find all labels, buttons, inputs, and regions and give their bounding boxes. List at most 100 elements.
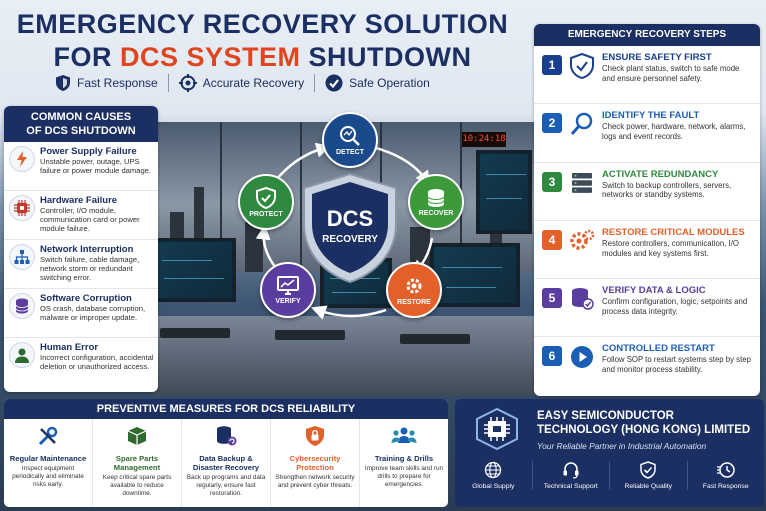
company-feature: Fast Response bbox=[688, 461, 765, 490]
lightning-icon bbox=[9, 146, 35, 172]
monitor-chart-icon bbox=[277, 275, 299, 295]
node-protect: PROTECT bbox=[238, 174, 294, 230]
node-label: VERIFY bbox=[275, 297, 301, 305]
company-logo bbox=[476, 407, 518, 451]
feature-label: Safe Operation bbox=[349, 76, 430, 90]
check-shield-icon bbox=[640, 461, 656, 479]
recovery-cycle-diagram: DCS RECOVERY DETECT PROTECT RECOVER VERI… bbox=[236, 110, 466, 325]
database-icon bbox=[9, 293, 35, 319]
cause-desc: Switch failure, cable damage, network st… bbox=[40, 255, 140, 283]
team-icon bbox=[391, 427, 417, 443]
headset-icon bbox=[563, 462, 579, 479]
cause-title: Power Supply Failure bbox=[40, 146, 137, 157]
feature-safe-operation: Safe Operation bbox=[325, 74, 430, 92]
shield-icon bbox=[56, 75, 70, 91]
step-desc: Check power, hardware, network, alarms, … bbox=[602, 122, 746, 142]
user-icon bbox=[9, 342, 35, 368]
feature-label: Accurate Recovery bbox=[202, 76, 305, 90]
cause-title: Hardware Failure bbox=[40, 195, 118, 206]
causes-heading-line-2: OF DCS SHUTDOWN bbox=[26, 125, 136, 137]
company-name-line-1: EASY SEMICONDUCTOR bbox=[537, 410, 674, 422]
play-icon bbox=[568, 343, 596, 371]
company-feature-label: Global Supply bbox=[472, 483, 515, 490]
database-icon bbox=[427, 188, 445, 207]
feature-fast-response: Fast Response bbox=[55, 74, 158, 92]
page-title: EMERGENCY RECOVERY SOLUTION FOR DCS SYST… bbox=[0, 8, 525, 74]
shield-icon bbox=[568, 52, 596, 80]
check-shield-icon bbox=[325, 74, 343, 92]
company-features: Global Supply Technical Support Reliable… bbox=[455, 461, 764, 490]
cause-desc: Incorrect configuration, accidental dele… bbox=[40, 353, 154, 372]
title-accent: DCS SYSTEM bbox=[119, 42, 301, 72]
preventive-item: Spare Parts Management Keep critical spa… bbox=[93, 419, 182, 507]
divider bbox=[167, 74, 169, 92]
check-shield-icon bbox=[256, 186, 276, 209]
fast-icon bbox=[716, 462, 735, 478]
node-recover: RECOVER bbox=[408, 174, 464, 230]
keyboard bbox=[160, 328, 230, 338]
shield-title: DCS bbox=[326, 206, 374, 231]
company-feature: Technical Support bbox=[533, 461, 610, 490]
preventive-item: Training & Drills Improve team skills an… bbox=[360, 419, 448, 507]
preventive-measures-panel: PREVENTIVE MEASURES FOR DCS RELIABILITY … bbox=[4, 399, 448, 507]
monitor bbox=[150, 238, 236, 302]
step-title: ACTIVATE REDUNDANCY bbox=[602, 168, 719, 180]
company-feature: Reliable Quality bbox=[610, 461, 688, 490]
company-panel: EASY SEMICONDUCTOR TECHNOLOGY (HONG KONG… bbox=[455, 399, 764, 507]
step-title: RESTORE CRITICAL MODULES bbox=[602, 226, 745, 238]
gears-icon bbox=[568, 227, 596, 255]
node-label: DETECT bbox=[336, 148, 364, 156]
feature-accurate-recovery: Accurate Recovery bbox=[178, 74, 305, 92]
step-desc: Restore controllers, communication, I/O … bbox=[602, 238, 739, 258]
step-desc: Follow SOP to restart systems step by st… bbox=[602, 355, 751, 375]
title-line-1: EMERGENCY RECOVERY SOLUTION bbox=[16, 9, 509, 39]
cause-title: Software Corruption bbox=[40, 293, 132, 304]
chip-icon bbox=[9, 195, 35, 221]
server-icon bbox=[568, 169, 596, 197]
dcs-recovery-shield: DCS RECOVERY bbox=[300, 172, 400, 284]
title-suffix: SHUTDOWN bbox=[300, 42, 472, 72]
tools-icon bbox=[38, 426, 58, 446]
preventive-title: Cybersecurity Protection bbox=[289, 454, 341, 472]
preventive-item: Cybersecurity Protection Strengthen netw… bbox=[271, 419, 360, 507]
cause-desc: OS crash, database corruption, malware o… bbox=[40, 304, 146, 323]
company-feature-label: Technical Support bbox=[543, 483, 598, 490]
node-restore: RESTORE bbox=[386, 262, 442, 318]
preventive-title: Spare Parts Management bbox=[113, 454, 161, 472]
step-title: ENSURE SAFETY FIRST bbox=[602, 52, 712, 63]
company-feature-label: Reliable Quality bbox=[624, 483, 673, 490]
title-line-2: FOR DCS SYSTEM SHUTDOWN bbox=[0, 41, 525, 74]
magnifier-icon bbox=[568, 110, 596, 138]
preventive-item: Data Backup & Disaster Recovery Back up … bbox=[182, 419, 271, 507]
preventive-title: Regular Maintenance bbox=[9, 454, 87, 463]
preventive-title: Training & Drills bbox=[374, 454, 434, 463]
gears-icon bbox=[406, 278, 422, 293]
preventive-item: Regular Maintenance Inspect equipment pe… bbox=[4, 419, 93, 507]
preventive-desc: Inspect equipment periodically and elimi… bbox=[12, 465, 84, 488]
preventive-title: Data Backup & Disaster Recovery bbox=[192, 454, 260, 472]
target-icon bbox=[178, 74, 197, 92]
cause-title: Network Interruption bbox=[40, 244, 134, 255]
step-desc: Confirm configuration, logic, setpoints … bbox=[602, 297, 748, 316]
step-number: 6 bbox=[542, 346, 562, 367]
step-number: 3 bbox=[542, 171, 562, 192]
step-number: 1 bbox=[542, 55, 562, 75]
preventive-heading: PREVENTIVE MEASURES FOR DCS RELIABILITY bbox=[4, 399, 448, 419]
keyboard bbox=[400, 334, 470, 344]
keyboard bbox=[275, 330, 345, 340]
company-feature: Global Supply bbox=[455, 461, 533, 490]
node-label: RESTORE bbox=[397, 298, 431, 306]
cause-desc: Controller, I/O module, communication ca… bbox=[40, 206, 140, 234]
title-prefix: FOR bbox=[53, 42, 120, 72]
cause-desc: Unstable power, outage, UPS failure or p… bbox=[40, 157, 152, 176]
